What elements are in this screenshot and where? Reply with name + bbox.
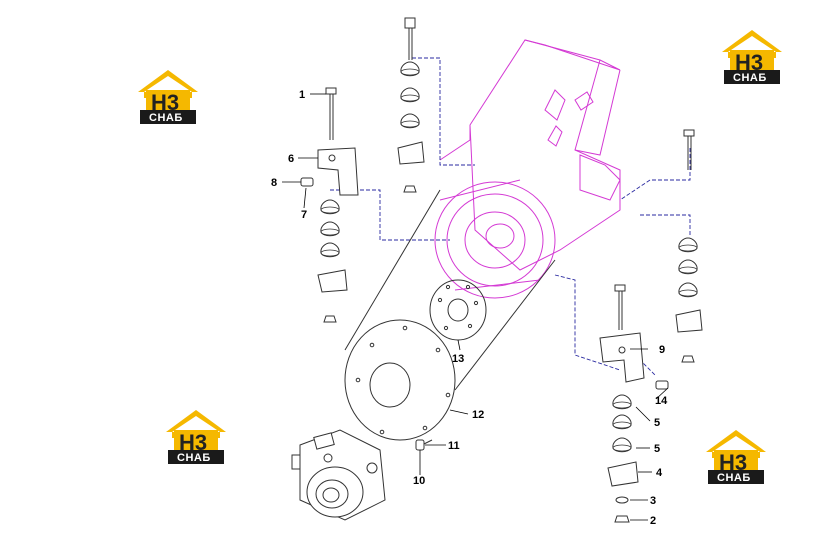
- coupling-disc: [429, 279, 487, 341]
- logo-mark-text: H3: [735, 50, 763, 75]
- callout-2: 2: [650, 515, 656, 527]
- callout-1: 1: [299, 89, 305, 101]
- callout-13: 13: [452, 353, 464, 365]
- logo-subtitle-text: СНАБ: [149, 112, 183, 124]
- callout-10: 10: [413, 475, 425, 487]
- right-bottom-mount-group: [599, 284, 669, 523]
- bolt-10-11: [415, 439, 433, 451]
- engine-block: [434, 39, 621, 299]
- callout-8: 8: [271, 177, 277, 189]
- callout-9: 9: [659, 344, 665, 356]
- logo-subtitle-text: СНАБ: [733, 72, 767, 84]
- left-mount-group: [300, 87, 359, 323]
- alignment-lines: [330, 57, 691, 376]
- logo-watermark-top-right: H3 СНАБ: [722, 30, 782, 84]
- logo-watermark-bottom-left: H3 СНАБ: [166, 410, 226, 464]
- callout-labels: 1 6 8 7 9 14 5 5 4 3 2 12 13 11 10: [271, 89, 668, 527]
- logo-subtitle-text: СНАБ: [177, 452, 211, 464]
- logo-watermark-bottom-right: H3 СНАБ: [706, 430, 766, 484]
- callout-7: 7: [301, 209, 307, 221]
- logo-watermark-top-left: H3 СНАБ: [138, 70, 198, 124]
- logo-mark-text: H3: [179, 430, 207, 455]
- right-mount-group: [675, 129, 703, 363]
- callout-12: 12: [472, 409, 484, 421]
- callout-11: 11: [448, 440, 460, 452]
- callout-3: 3: [650, 495, 656, 507]
- logo-mark-text: H3: [151, 90, 179, 115]
- callout-5b: 5: [654, 443, 660, 455]
- logo-mark-text: H3: [719, 450, 747, 475]
- callout-5a: 5: [654, 417, 660, 429]
- callout-4: 4: [656, 467, 663, 479]
- flywheel-housing: [344, 189, 556, 441]
- hydraulic-pump: [291, 429, 386, 521]
- callout-14: 14: [655, 395, 668, 407]
- top-mount-group: [397, 17, 425, 193]
- logo-subtitle-text: СНАБ: [717, 472, 751, 484]
- callout-6: 6: [288, 153, 294, 165]
- leader-lines: [282, 93, 669, 521]
